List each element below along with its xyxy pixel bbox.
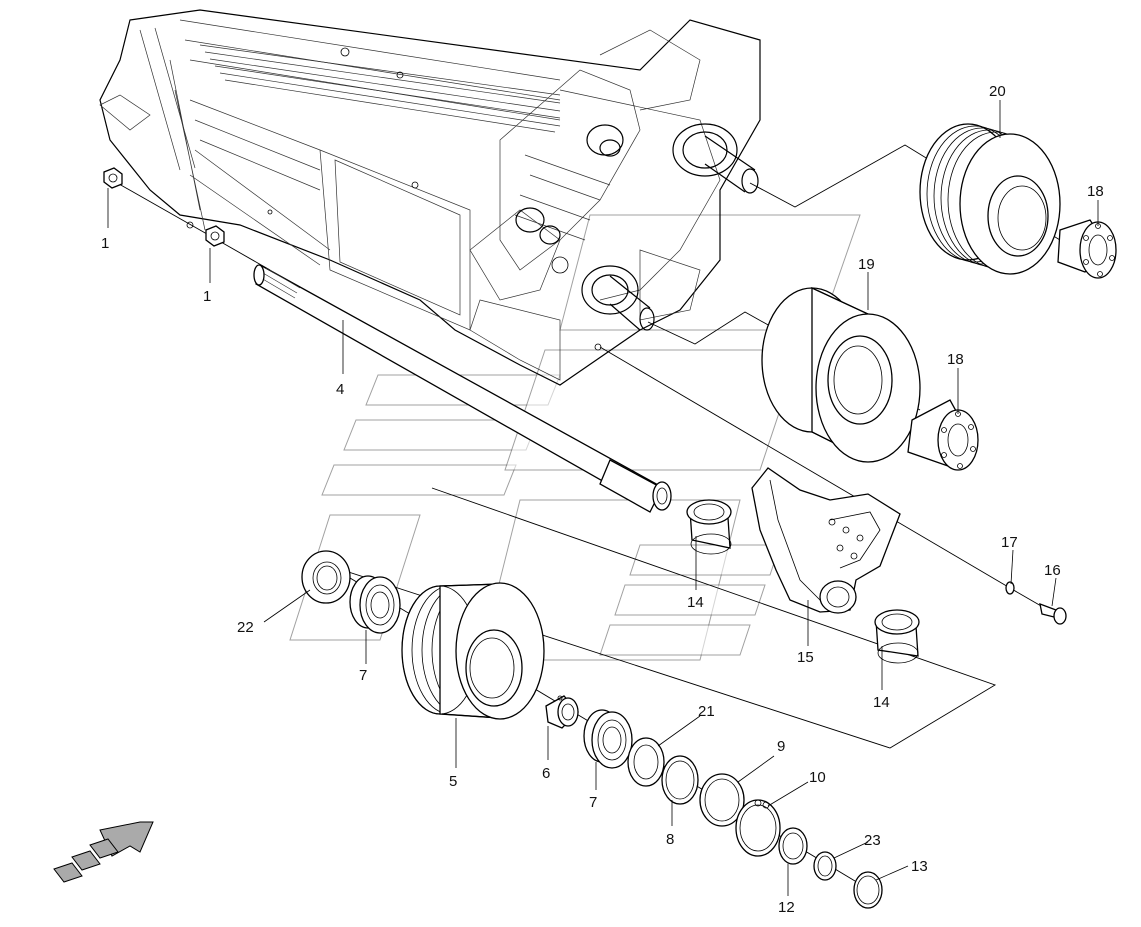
taper-hub-18b [907,399,979,471]
machine-housing [99,9,761,386]
part-number-18b: 18 [947,351,964,368]
part-number-13: 13 [911,858,928,875]
bushing-14b [874,609,920,664]
hex-nut-1a [103,167,123,189]
part-number-7b: 7 [589,794,597,811]
direction-arrow-icon [53,821,154,883]
leader-lines [107,100,1099,896]
collar-6 [545,695,579,729]
part-number-10: 10 [809,769,826,786]
part-number-14b: 14 [873,694,890,711]
part-number-22: 22 [237,619,254,636]
part-number-9: 9 [777,738,785,755]
part-number-8: 8 [666,831,674,848]
part-number-23: 23 [864,832,881,849]
part-number-15: 15 [797,649,814,666]
bushing-14a [686,499,732,555]
part-number-19: 19 [858,256,875,273]
part-number-20: 20 [989,83,1006,100]
shaft-4 [253,264,672,513]
taper-hub-18a [1057,219,1117,279]
part-labels: 1 1 4 5 6 7 7 8 9 10 12 13 14 14 15 16 1… [101,83,1104,916]
ring-21 [627,737,665,787]
part-number-1b: 1 [203,288,211,305]
circlip-13 [853,871,883,909]
pulley-5 [401,582,545,720]
ring-8 [661,755,699,805]
ring-12 [778,827,808,865]
circlip-10 [735,799,781,857]
ring-23 [813,851,837,881]
part-number-18a: 18 [1087,183,1104,200]
part-number-14a: 14 [687,594,704,611]
part-number-12: 12 [778,899,795,916]
part-number-17: 17 [1001,534,1018,551]
bracket-15 [751,467,901,614]
washer-17 [1005,581,1015,595]
part-number-21: 21 [698,703,715,720]
part-number-7a: 7 [359,667,367,684]
bolt-16 [1039,602,1067,625]
bearing-7a [349,575,401,634]
part-number-6: 6 [542,765,550,782]
seal-22 [301,550,351,604]
bearing-7b [583,709,633,769]
part-number-1a: 1 [101,235,109,252]
hex-nut-1b [205,225,225,247]
ring-9 [699,773,745,827]
part-number-16: 16 [1044,562,1061,579]
pulley-20 [919,123,1061,275]
pulley-19 [761,286,921,463]
part-number-5: 5 [449,773,457,790]
part-number-4: 4 [336,381,344,398]
